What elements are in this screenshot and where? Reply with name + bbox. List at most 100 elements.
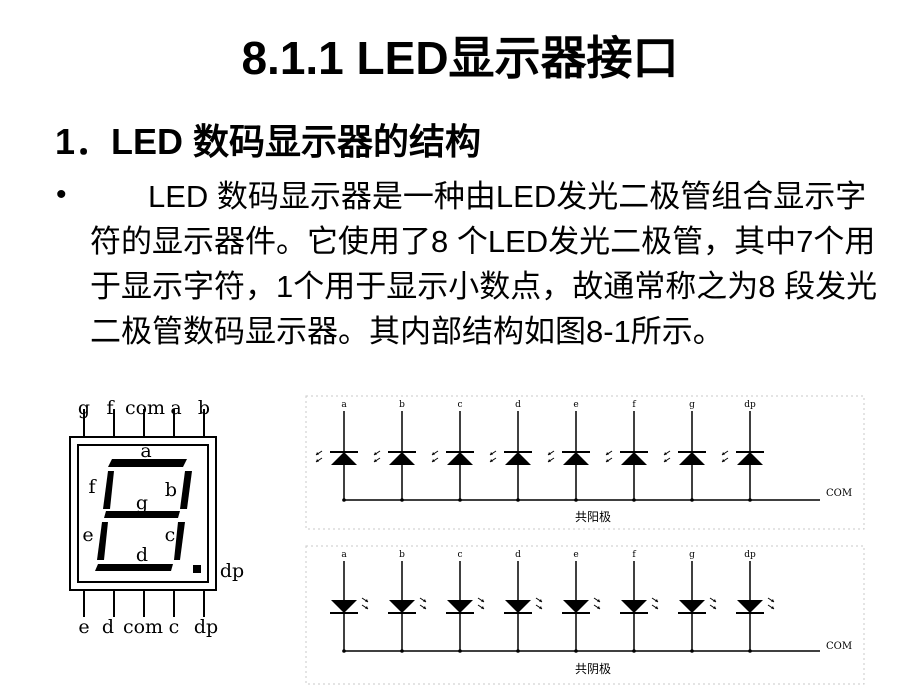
light-arrow-head xyxy=(432,452,435,455)
light-arrow-head xyxy=(316,459,319,462)
pin-label-top: f xyxy=(106,397,115,419)
light-arrow-head xyxy=(606,452,609,455)
diode-pin-label: dp xyxy=(744,550,756,560)
light-arrow-head xyxy=(655,599,658,602)
pin-label-bottom: c xyxy=(169,616,180,638)
diode-symbol xyxy=(737,452,763,465)
light-arrow-head xyxy=(597,599,600,602)
pin-label-top: com xyxy=(125,397,165,419)
com-label: COM xyxy=(826,488,852,499)
light-arrow-head xyxy=(316,452,319,455)
diode-pin-label: d xyxy=(515,400,521,410)
light-arrow-head xyxy=(423,599,426,602)
light-arrow-head xyxy=(548,459,551,462)
diode-pin-label: e xyxy=(573,400,578,410)
segment-label-e: e xyxy=(82,524,93,546)
light-arrow-head xyxy=(713,599,716,602)
diode-symbol xyxy=(563,600,589,613)
light-arrow-head xyxy=(432,459,435,462)
light-arrow-head xyxy=(664,459,667,462)
diode-pin-label: a xyxy=(341,550,347,560)
common-cathode-circuit: a b c d e f g dp COM 共阴极 xyxy=(305,545,865,685)
light-arrow-head xyxy=(606,459,609,462)
diode-pin-label: f xyxy=(632,550,636,560)
bullet-paragraph: LED 数码显示器是一种由LED发光二极管组合显示字符的显示器件。它使用了8 个… xyxy=(90,179,878,349)
light-arrow-head xyxy=(713,606,716,609)
pin-label-bottom: d xyxy=(102,616,114,638)
light-arrow-head xyxy=(374,459,377,462)
light-arrow-head xyxy=(490,459,493,462)
segment-d xyxy=(95,564,173,571)
light-arrow-head xyxy=(365,599,368,602)
light-arrow-head xyxy=(490,452,493,455)
common-anode-circuit: a b c d e f g dp COM 共阳极 xyxy=(305,395,865,530)
light-arrow-head xyxy=(722,452,725,455)
light-arrow-head xyxy=(539,599,542,602)
light-arrow-head xyxy=(722,459,725,462)
segment-a xyxy=(108,459,187,467)
diode-pin-label: b xyxy=(399,400,405,410)
section-heading: 1．LED 数码显示器的结构 xyxy=(55,121,482,162)
diode-symbol xyxy=(331,600,357,613)
segment-label-c: c xyxy=(165,524,176,546)
diode-pin-label: b xyxy=(399,550,405,560)
light-arrow-head xyxy=(655,606,658,609)
light-arrow-head xyxy=(365,606,368,609)
diode-pin-label: f xyxy=(632,400,636,410)
diode-pin-label: d xyxy=(515,550,521,560)
diode-pin-label: g xyxy=(689,550,695,560)
light-arrow-head xyxy=(548,452,551,455)
segment-dp xyxy=(193,565,201,573)
diode-symbol xyxy=(621,600,647,613)
bullet-marker: • xyxy=(56,178,67,211)
segment-label-b: b xyxy=(165,479,177,501)
segment-g xyxy=(104,511,180,518)
diode-pin-label: a xyxy=(341,400,347,410)
light-arrow-head xyxy=(664,452,667,455)
diode-symbol xyxy=(679,452,705,465)
light-arrow-head xyxy=(597,606,600,609)
diode-pin-label: e xyxy=(573,550,578,560)
segment-label-f: f xyxy=(88,476,97,498)
diode-symbol xyxy=(447,600,473,613)
diode-symbol xyxy=(737,600,763,613)
circuit-caption-anode: 共阳极 xyxy=(575,510,611,524)
pin-label-bottom: dp xyxy=(194,616,218,638)
pin-label-top: g xyxy=(78,397,90,419)
seven-segment-figure: g f com a b a f b g e c d dp e d com c d… xyxy=(69,397,244,638)
diode-symbol xyxy=(447,452,473,465)
light-arrow-head xyxy=(771,606,774,609)
segment-e xyxy=(97,522,108,560)
diode-symbol xyxy=(563,452,589,465)
diode-pin-label: c xyxy=(457,400,462,410)
segment-b xyxy=(180,471,192,509)
diode-symbol xyxy=(331,452,357,465)
pin-label-top: b xyxy=(198,397,210,419)
diode-pin-label: dp xyxy=(744,400,756,410)
diode-symbol xyxy=(679,600,705,613)
diode-symbol xyxy=(621,452,647,465)
diode-symbol xyxy=(389,452,415,465)
diode-pin-label: g xyxy=(689,400,695,410)
light-arrow-head xyxy=(771,599,774,602)
light-arrow-head xyxy=(481,599,484,602)
segment-label-d: d xyxy=(136,544,148,566)
diode-symbol xyxy=(505,452,531,465)
segment-label-dp: dp xyxy=(220,560,244,582)
light-arrow-head xyxy=(423,606,426,609)
segment-label-a: a xyxy=(140,440,151,462)
light-arrow-head xyxy=(539,606,542,609)
light-arrow-head xyxy=(374,452,377,455)
pin-label-bottom: e xyxy=(78,616,89,638)
segment-f xyxy=(103,471,114,509)
diode-pin-label: c xyxy=(457,550,462,560)
diode-symbol xyxy=(505,600,531,613)
segment-c xyxy=(174,522,185,560)
com-label: COM xyxy=(826,641,852,652)
segment-label-g: g xyxy=(136,492,148,514)
diode-symbol xyxy=(389,600,415,613)
pin-label-top: a xyxy=(170,397,181,419)
light-arrow-head xyxy=(481,606,484,609)
circuit-caption-cathode: 共阴极 xyxy=(575,662,611,676)
slide-title: 8.1.1 LED显示器接口 xyxy=(241,32,679,84)
